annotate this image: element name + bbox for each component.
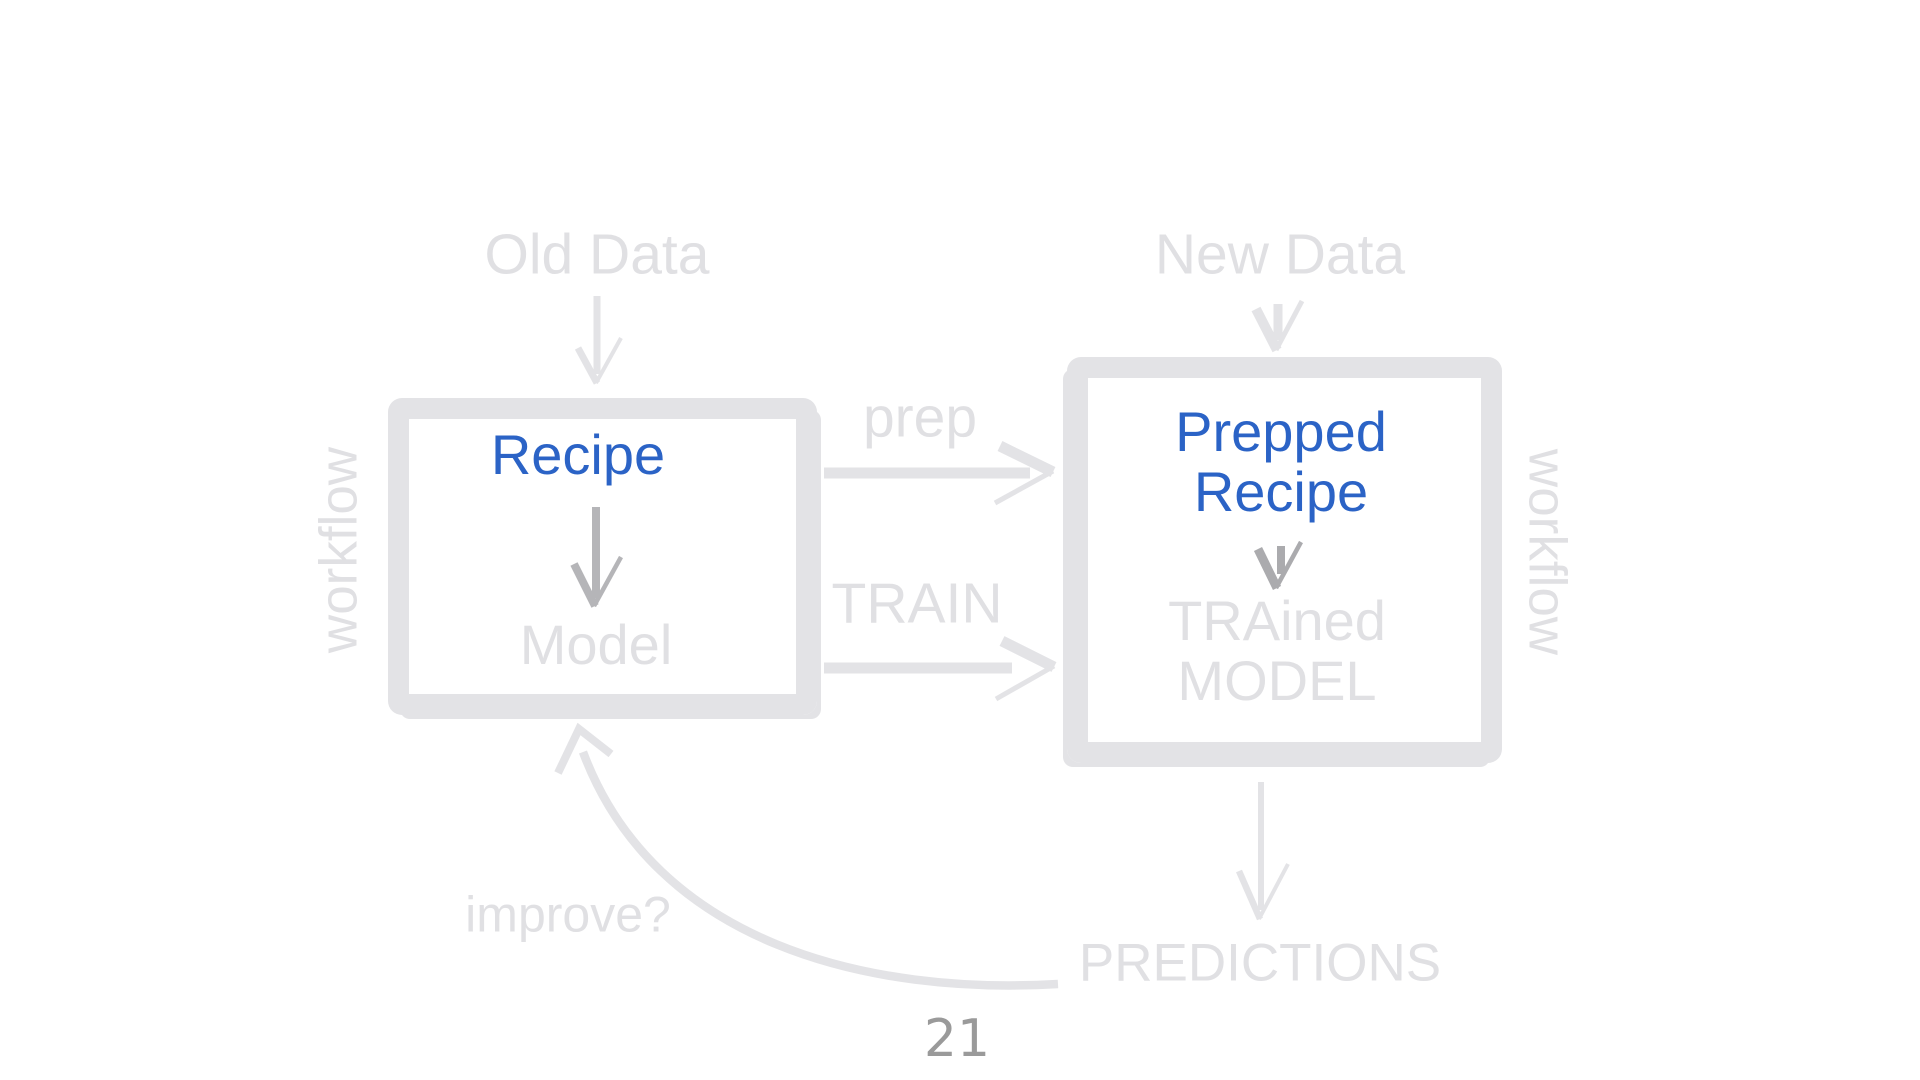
new-data-down-arrow-icon (1251, 299, 1305, 353)
predictions-down-arrow-icon (1236, 782, 1290, 921)
train-edge-label: TRAIN (831, 571, 1003, 636)
page-number: 21 (923, 1009, 991, 1070)
old-data-down-arrow-icon (574, 296, 623, 385)
improve-curve-arrow-icon (554, 722, 1059, 990)
workflow-left-label: workflow (309, 446, 369, 654)
improve-edge-label: improve? (465, 886, 671, 943)
new-data-label: New Data (1154, 222, 1406, 287)
prepped-to-trained-arrow-icon (1253, 540, 1303, 590)
train-arrow-icon (824, 636, 1057, 702)
prepped-recipe-label: Prepped Recipe (1175, 400, 1387, 523)
old-data-label: Old Data (484, 222, 710, 287)
predictions-label: PREDICTIONS (1078, 933, 1442, 993)
trained-model-label: TRAined MODEL (1168, 589, 1386, 712)
recipe-model-box (388, 398, 817, 715)
recipe-label: Recipe (490, 423, 666, 487)
prepped-trained-box (1067, 357, 1502, 763)
workflow-right-label: workflow (1517, 448, 1577, 656)
prep-arrow-icon (824, 441, 1056, 506)
prep-edge-label: prep (862, 385, 978, 450)
model-label: Model (519, 613, 673, 677)
recipe-to-model-arrow-icon (570, 507, 623, 608)
